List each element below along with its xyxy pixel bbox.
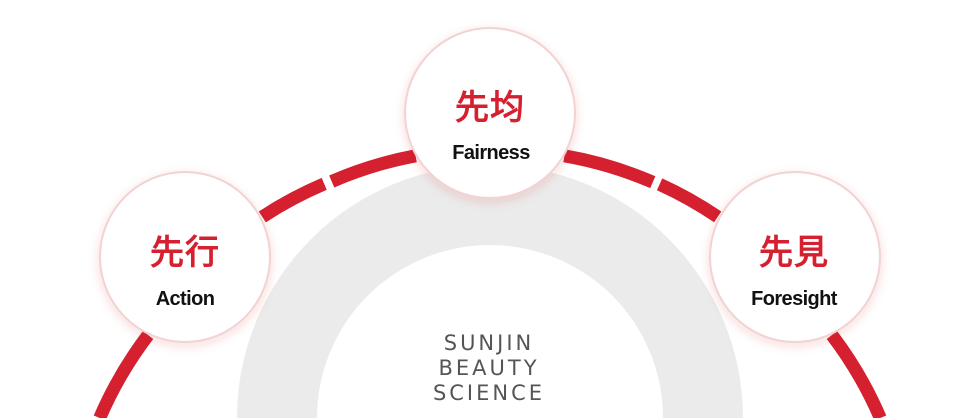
node-foresight: 先見 Foresight (709, 171, 881, 343)
node-action-label: Action (156, 288, 215, 310)
node-foresight-label: Foresight (751, 288, 838, 310)
arc-segment-right-upper (656, 178, 722, 223)
outer-red-arc (93, 149, 887, 418)
node-action: 先行 Action (99, 171, 271, 343)
node-fairness: 先均 Fairness (404, 27, 576, 199)
arc-segment-left-top (329, 149, 417, 188)
arc-segment-left-bottom (93, 331, 154, 418)
arc-segment-right-bottom (826, 331, 887, 418)
node-fairness-hanja: 先均 (455, 88, 525, 128)
arc-segment-right-top (563, 149, 656, 189)
node-foresight-hanja: 先見 (759, 233, 829, 273)
node-fairness-circle (404, 27, 576, 199)
inner-grey-arch (237, 165, 743, 418)
node-fairness-label: Fairness (452, 142, 530, 164)
brand-logo: SUNJIN BEAUTY SCIENCE (433, 331, 545, 405)
node-foresight-circle (709, 171, 881, 343)
node-action-hanja: 先行 (150, 233, 220, 273)
node-action-circle (99, 171, 271, 343)
inner-arch-shape (237, 165, 743, 418)
logo-line-1: SUNJIN (444, 331, 535, 355)
logo-line-2: BEAUTY (438, 356, 539, 380)
arc-segment-left-upper (258, 177, 327, 223)
logo-line-3: SCIENCE (433, 381, 545, 405)
